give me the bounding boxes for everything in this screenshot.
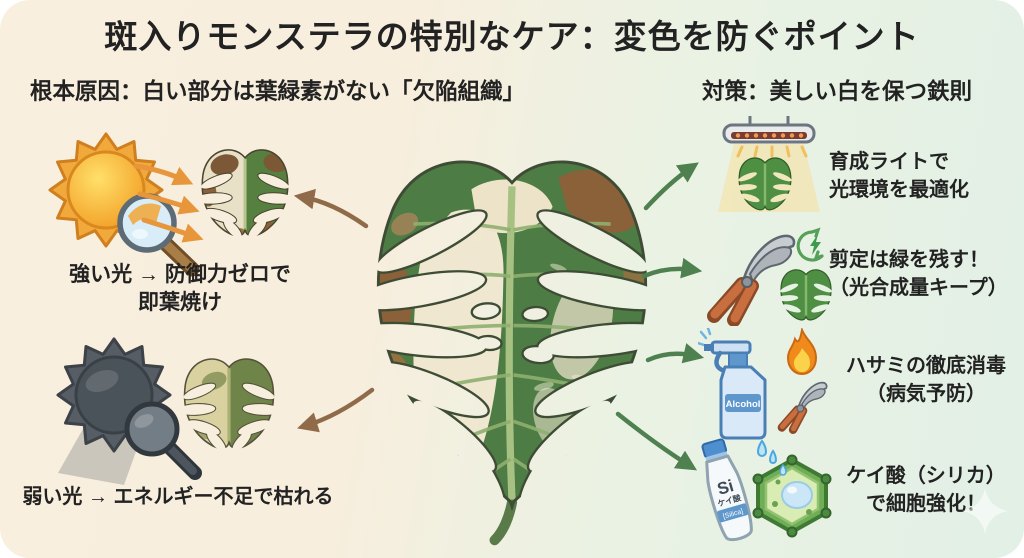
burned-leaf-icon	[194, 147, 296, 241]
center-variegated-monstera-leaf	[350, 157, 674, 546]
left-section-heading: 根本原因：白い部分は葉緑素がない「欠陥組織」	[30, 79, 526, 104]
sparkle-watermark	[962, 488, 1008, 534]
withered-leaf-icon	[176, 356, 282, 453]
water-droplets	[756, 439, 778, 464]
pruning-shears	[707, 234, 796, 326]
silica-bottle: Si ケイ酸 [Silica]	[701, 438, 753, 542]
disinfection-caption: ハサミの徹底消毒 （病気予防）	[846, 355, 1006, 406]
plant-cell	[752, 454, 832, 538]
pruning-caption: 剪定は緑を残す！ （光合成量キープ）	[829, 249, 1008, 300]
page-title: 斑入りモンステラの特別なケア：変色を防ぐポイント	[104, 18, 920, 55]
alcohol-spray-bottle: Alcohol	[704, 340, 767, 440]
strong-sun-magnifier-icon	[48, 132, 200, 277]
grow-light-icon	[718, 116, 820, 212]
energy-recycle-icon	[796, 227, 824, 262]
silica-cell-icon: Si ケイ酸 [Silica]	[701, 438, 832, 542]
dark-sun-magnifier-icon	[56, 337, 202, 485]
weak-light-caption: 弱い光 → エネルギー不足で枯れる	[22, 486, 334, 508]
spray-particles	[698, 328, 712, 347]
alcohol-label: Alcohol	[726, 399, 761, 410]
flame-icon	[786, 328, 818, 376]
silica-caption: ケイ酸（シリカ） で細胞強化！	[846, 465, 1006, 516]
strong-light-caption: 強い光 → 防御力ゼロで 即葉焼け	[69, 263, 291, 315]
si-symbol: Si	[715, 476, 736, 499]
grow-light-caption: 育成ライトで 光環境を最適化	[829, 151, 969, 202]
disinfection-icon: Alcohol	[698, 328, 828, 440]
light-beams	[736, 145, 808, 158]
magnifier-lens-icon	[124, 401, 180, 457]
right-section-heading: 対策：美しい白を保つ鉄則	[702, 79, 973, 104]
small-pruning-shears	[777, 381, 828, 434]
pruning-shears-energy-icon	[707, 227, 832, 326]
